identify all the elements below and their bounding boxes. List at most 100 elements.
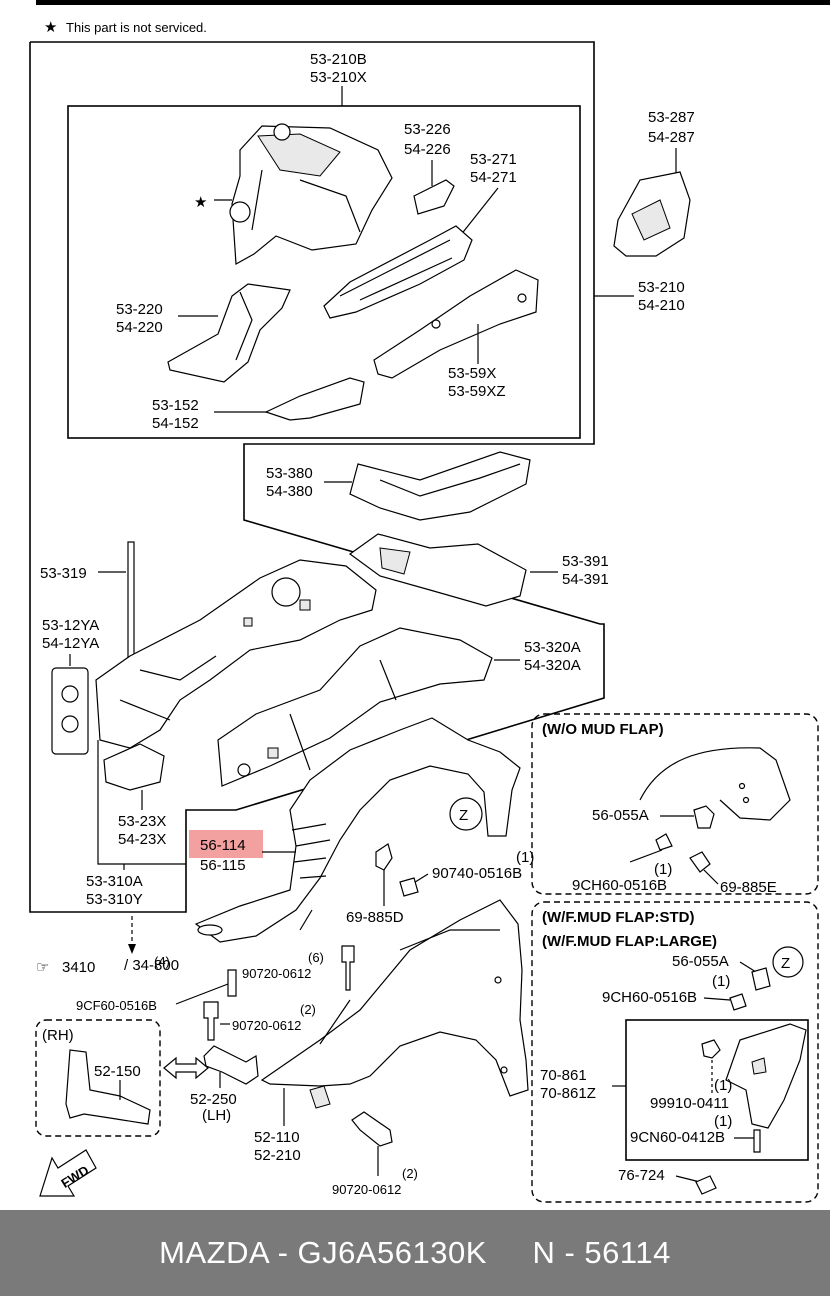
- label-90720-0612-b: 90720-0612: [232, 1018, 301, 1033]
- label-53-210B: 53-210B: [310, 51, 367, 68]
- apron-reinforcement: [323, 225, 473, 319]
- screw-part: [399, 877, 419, 897]
- label-53-391: 53-391: [562, 553, 609, 570]
- rail-bracket: [264, 377, 365, 421]
- hand-pointer-icon: ☞: [36, 959, 49, 976]
- without-mud-flap-title: (W/O MUD FLAP): [542, 721, 664, 738]
- front-frame-rail: [373, 269, 539, 379]
- inner-fender-liner: [194, 717, 521, 943]
- with-mud-flap-large-title: (W/F.MUD FLAP:LARGE): [542, 933, 717, 950]
- label-54-391: 54-391: [562, 571, 609, 588]
- label-53-320A: 53-320A: [524, 639, 581, 656]
- label-53-220: 53-220: [116, 301, 163, 318]
- label-54-287: 54-287: [648, 129, 695, 146]
- label-53-310Y: 53-310Y: [86, 891, 143, 908]
- label-56-055A-b: 56-055A: [672, 953, 729, 970]
- label-52-210: 52-210: [254, 1147, 301, 1164]
- bolt-90720-b: [203, 1001, 219, 1041]
- label-54-226: 54-226: [404, 141, 451, 158]
- screw-9ch60-b: [729, 993, 747, 1011]
- qty-1e: (1): [714, 1113, 732, 1130]
- star-icon: ★: [194, 194, 207, 211]
- clip-99910: [701, 1039, 721, 1059]
- with-mud-flap-std-title: (W/F.MUD FLAP:STD): [542, 909, 694, 926]
- star-icon: ★: [44, 19, 57, 36]
- rh-inset-box: [35, 1019, 161, 1137]
- label-53-152: 53-152: [152, 397, 199, 414]
- mud-flap: [725, 1023, 807, 1129]
- label-56-115: 56-115: [200, 857, 246, 874]
- part-number-caption: MAZDA - GJ6A56130K N - 56114: [159, 1235, 671, 1270]
- lower-bracket: [103, 743, 165, 791]
- label-90720-0612-a: 90720-0612: [242, 966, 311, 981]
- body-group-frame: [29, 41, 605, 913]
- parts-diagram: ★ This part is not serviced. 53-210B 53-…: [29, 19, 819, 1203]
- label-53-271: 53-271: [470, 151, 517, 168]
- label-52-250: 52-250: [190, 1091, 237, 1108]
- label-52-150: 52-150: [94, 1063, 141, 1080]
- z-marker-2-label: Z: [781, 955, 790, 972]
- without-mud-flap-box: [531, 713, 819, 895]
- mud-flap-inset: [625, 1019, 809, 1161]
- clip-69-885E: [689, 851, 711, 873]
- qty-4: (4): [154, 954, 170, 969]
- label-54-380: 54-380: [266, 483, 313, 500]
- label-52-110: 52-110: [254, 1129, 300, 1146]
- label-54-320A: 54-320A: [524, 657, 581, 674]
- qty-90740: (1): [516, 849, 534, 866]
- mount-plate: [51, 667, 89, 755]
- label-9CH60-0516B-a: 9CH60-0516B: [572, 877, 667, 894]
- top-border: [36, 0, 830, 5]
- label-53-310A: 53-310A: [86, 873, 143, 890]
- label-53-59XZ: 53-59XZ: [448, 383, 506, 400]
- label-lh: (LH): [202, 1107, 231, 1124]
- z-marker-label: Z: [459, 807, 468, 824]
- label-99910-0411: 99910-0411: [650, 1095, 729, 1112]
- label-9CH60-0516B-b: 9CH60-0516B: [602, 989, 697, 1006]
- label-53-319: 53-319: [40, 565, 87, 582]
- z-marker-2: [772, 946, 804, 978]
- clip-56-055A: [693, 805, 715, 829]
- label-54-152: 54-152: [152, 415, 199, 432]
- label-56-055A-a: 56-055A: [592, 807, 649, 824]
- label-69-885E: 69-885E: [720, 879, 777, 896]
- label-54-12YA: 54-12YA: [42, 635, 99, 652]
- apron-upper-member: [167, 283, 291, 383]
- bolt-90720-a: [341, 945, 355, 991]
- qty-1b: (1): [654, 861, 672, 878]
- label-90720-0612-c: 90720-0612: [332, 1182, 401, 1197]
- wheel-arch-outline: [639, 747, 791, 821]
- front-side-member-panel: [95, 559, 377, 749]
- screw-9cf60: [227, 969, 237, 997]
- rh-bracket: [65, 1049, 151, 1125]
- qty-2a: (2): [300, 1002, 316, 1017]
- front-fender: [260, 899, 529, 1109]
- label-53-380: 53-380: [266, 465, 313, 482]
- label-90740-0516B: 90740-0516B: [432, 865, 522, 882]
- label-70-861Z: 70-861Z: [540, 1085, 596, 1102]
- qty-2b: (2): [402, 1166, 418, 1181]
- label-69-885D: 69-885D: [346, 909, 404, 926]
- fwd-arrow-icon: FWD: [39, 1149, 97, 1197]
- double-arrow-icon: [163, 1056, 209, 1080]
- qty-6: (6): [308, 950, 324, 965]
- label-54-23X: 54-23X: [118, 831, 166, 848]
- qty-1c: (1): [712, 973, 730, 990]
- label-70-861: 70-861: [540, 1067, 587, 1084]
- clip-part: [375, 843, 393, 871]
- screw-9ch60-a: [655, 833, 673, 851]
- screw-9cn60: [753, 1129, 761, 1153]
- with-mud-flap-box: [531, 901, 819, 1203]
- label-53-226: 53-226: [404, 121, 451, 138]
- clip-56-055A-b: [751, 967, 771, 991]
- stud-bolt: [127, 541, 135, 663]
- apron-subassembly-box: [67, 105, 581, 439]
- side-member-extension: [349, 451, 531, 521]
- highlight-box: [189, 830, 263, 858]
- qty-1d: (1): [714, 1077, 732, 1094]
- not-serviced-note: This part is not serviced.: [66, 20, 207, 35]
- ref-34-800: / 34-800: [124, 957, 179, 974]
- label-53-287: 53-287: [648, 109, 695, 126]
- z-marker: [449, 797, 483, 831]
- label-53-210X: 53-210X: [310, 69, 367, 86]
